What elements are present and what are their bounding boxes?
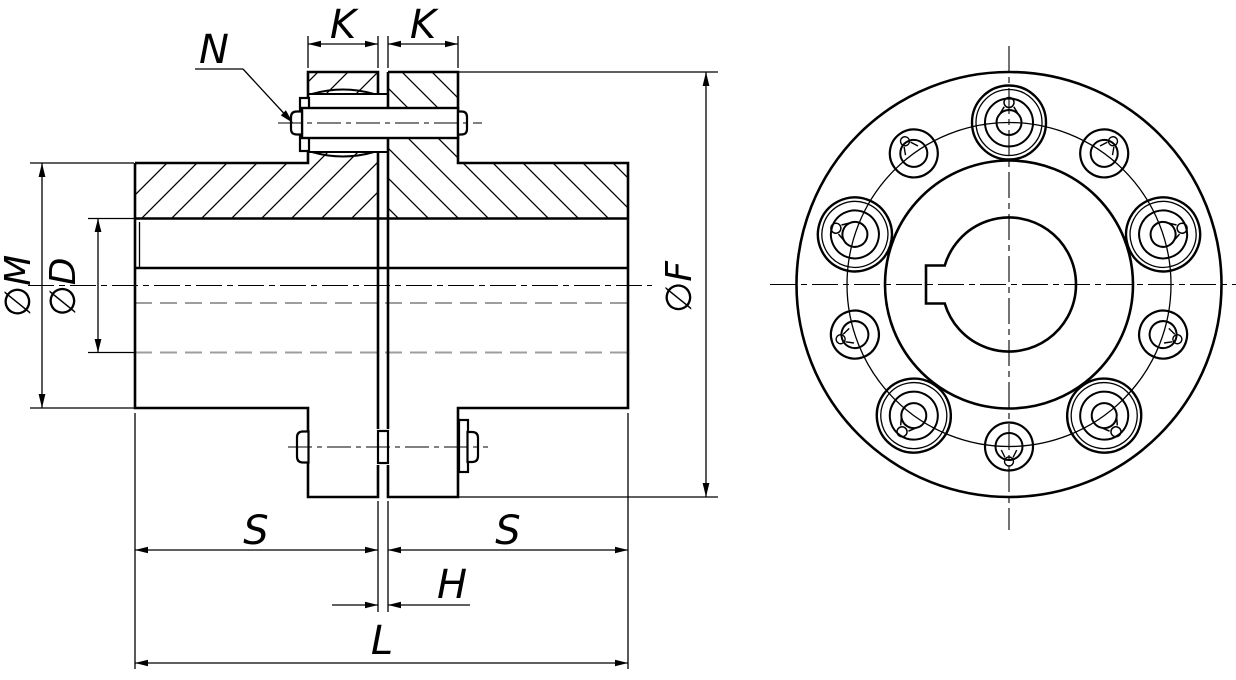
dim-label-dia-m: ∅M (0, 255, 39, 317)
bottom-pin-assembly (288, 418, 488, 474)
top-pin-assembly (278, 88, 482, 158)
dim-label-s-right: S (495, 508, 520, 554)
callout-label-n: N (199, 27, 229, 73)
hatch-left-flange-rim (308, 72, 378, 94)
pin-head-cap (456, 110, 469, 136)
bottom-pin-nut-cap (466, 430, 480, 464)
bore-with-keyway (924, 216, 1078, 353)
dim-label-s-left: S (243, 508, 268, 554)
front-view (770, 46, 1236, 530)
dim-label-l: L (371, 618, 393, 664)
dim-label-dia-d: ∅D (43, 257, 84, 316)
dimension-lines (30, 36, 718, 669)
dim-label-k-left: K (330, 2, 359, 48)
section-hatching (135, 72, 628, 219)
dim-label-dia-f: ∅F (659, 260, 700, 313)
hatch-left-hub (135, 152, 378, 219)
dimension-arrowheads (38, 40, 710, 667)
bush-barrel-top-arc (311, 88, 375, 95)
hatch-right-hub (388, 138, 628, 219)
bush-barrel-bottom-arc (311, 151, 375, 158)
dim-label-k-right: K (410, 2, 439, 48)
hatch-right-flange-rim (388, 72, 458, 108)
section-view: K K N ∅M ∅D ∅F S S H L (0, 2, 718, 669)
dim-label-h: H (437, 562, 467, 608)
right-half-coupling-outline (386, 70, 630, 499)
